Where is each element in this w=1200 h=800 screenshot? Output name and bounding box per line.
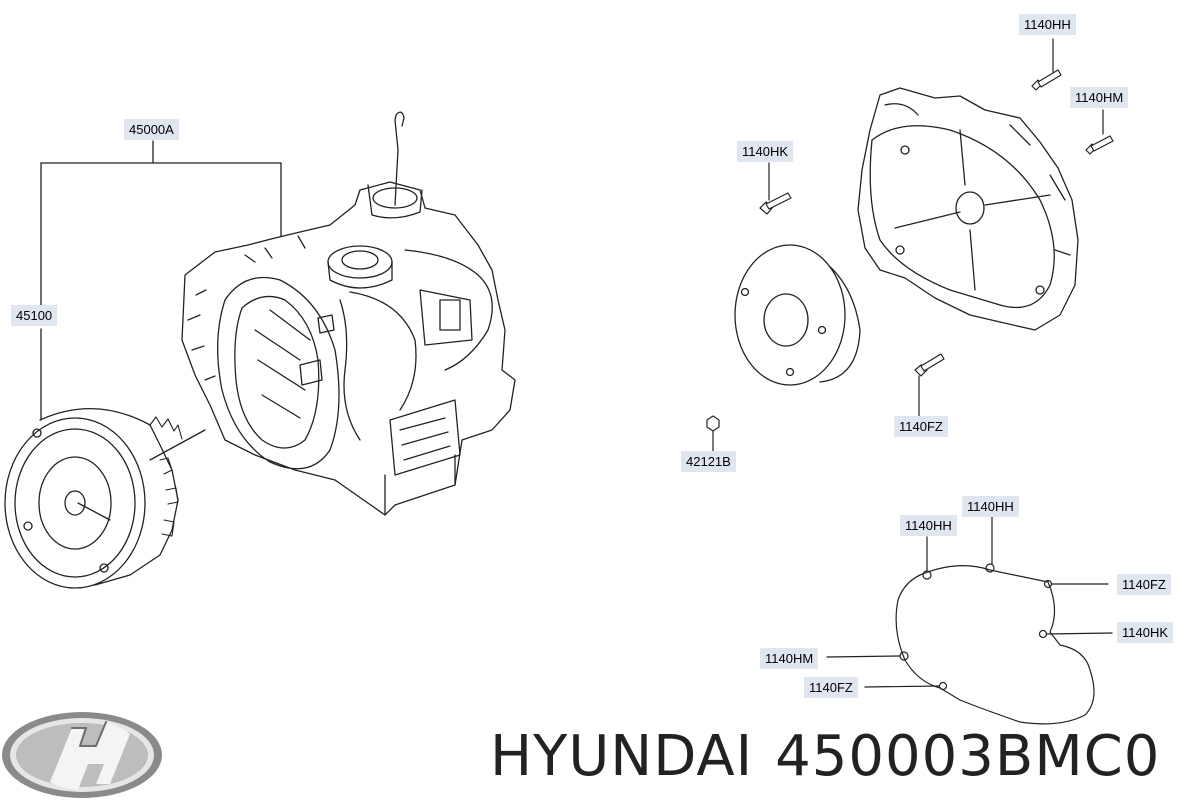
label-bolt-fz-mid: 1140FZ [894,416,948,437]
label-nut: 42121B [681,451,736,472]
part-number: 450003BMC0 [775,724,1161,789]
label-bolt-hm-top: 1140HM [1070,87,1129,108]
bolt-pattern-drawing [826,514,1113,725]
label-converter: 45100 [11,305,58,326]
brand-name: HYUNDAI [490,724,754,789]
bolt-drawings [706,38,1114,453]
torque-converter-drawing [4,407,183,589]
label-fz-right: 1140FZ [1117,574,1171,595]
transmission-drawing [181,111,516,516]
label-hk-right: 1140HK [1117,622,1174,643]
label-hm-left: 1140HM [760,648,819,669]
label-bolt-hk-top: 1140HK [737,141,794,162]
hyundai-logo-icon [2,712,162,798]
label-hh-right: 1140HH [962,496,1019,517]
label-assembly: 45000A [124,119,179,140]
label-bolt-hh-top: 1140HH [1019,14,1076,35]
converter-housing-drawing [857,87,1079,331]
part-caption: HYUNDAI 450003BMC0 [490,722,1190,792]
drive-plate-drawing [734,244,861,386]
label-hh-left: 1140HH [900,515,957,536]
harness-drawing [339,299,361,441]
assembly-leader-lines [40,140,282,461]
label-fz-left: 1140FZ [804,677,858,698]
